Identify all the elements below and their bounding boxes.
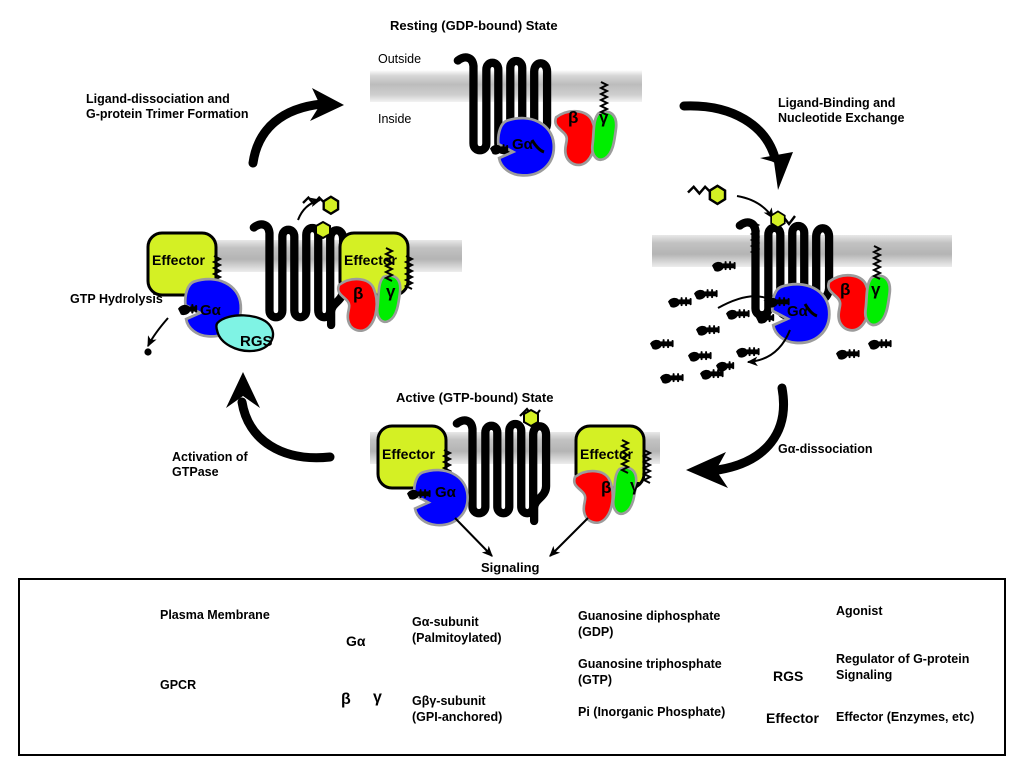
arrowhead-ga-dissociation	[686, 452, 728, 488]
gtp-hydrolysis-complex	[144, 195, 462, 356]
legend-label-rgs: Regulator of G-protein Signaling	[836, 652, 970, 682]
beta-label-active: β	[601, 478, 612, 497]
membrane-band-resting	[370, 70, 642, 102]
arrow-ligand-dissociation	[248, 99, 327, 168]
label-signaling: Signaling	[481, 560, 540, 575]
legend-label-gpcr: GPCR	[160, 678, 197, 692]
resting-state-complex	[370, 57, 642, 177]
legend-beta-glyph-label: β	[341, 691, 351, 708]
agonist-free	[686, 184, 727, 206]
arrow-ga-dissociation	[713, 383, 788, 475]
agonist-bound-active	[523, 408, 539, 428]
active-state-complex	[370, 407, 660, 557]
arrow-signaling-right	[549, 517, 589, 557]
label-outside: Outside	[378, 52, 422, 66]
step-activation-gtpase: Activation of GTPase	[172, 450, 248, 480]
legend-label-plasma-membrane: Plasma Membrane	[160, 608, 270, 622]
legend-galpha-glyph-label: Gα	[346, 633, 366, 649]
gamma-label-hydrolysis: γ	[386, 282, 396, 301]
arrowhead-ligand-binding	[760, 152, 793, 190]
arrow-ligand-binding	[679, 101, 780, 163]
galpha-label-right: Gα	[787, 303, 808, 320]
arrow-pi-release	[147, 317, 169, 348]
beta-label-hydrolysis: β	[353, 284, 364, 303]
linker-resting	[530, 139, 545, 154]
arrow-gtp-in	[717, 292, 775, 309]
legend-label-galpha-subunit: Gα-subunit (Palmitoylated)	[412, 615, 502, 645]
arrow-agonist-to-receptor	[736, 195, 774, 219]
effector-label-left-hydrolysis: Effector	[152, 252, 205, 268]
legend-gamma-glyph-label: γ	[373, 689, 382, 706]
nucleotide-exchange-complex	[650, 210, 952, 384]
effector-label-left-active: Effector	[382, 446, 435, 462]
galpha-label-resting: Gα	[512, 136, 533, 153]
rgs-label: RGS	[240, 333, 273, 350]
galpha-label-active: Gα	[435, 484, 456, 501]
step-gtp-hydrolysis: GTP Hydrolysis	[70, 292, 163, 306]
legend-effector-glyph-label: Effector	[766, 710, 819, 726]
effector-label-right-hydrolysis: Effector	[344, 252, 397, 268]
agonist-leaving-left	[315, 220, 331, 240]
linker-right	[803, 303, 818, 318]
gpcr-receptor-left	[254, 224, 343, 325]
legend-label-agonist: Agonist	[836, 604, 883, 618]
step-ligand-binding: Ligand-Binding and Nucleotide Exchange	[778, 96, 905, 126]
arrow-gdp-out	[746, 329, 791, 367]
galpha-label-hydrolysis: Gα	[200, 302, 221, 319]
effector-label-right-active: Effector	[580, 446, 633, 462]
legend-label-pi: Pi (Inorganic Phosphate)	[578, 705, 726, 719]
beta-label-right: β	[840, 280, 851, 299]
legend-rgs-glyph-label: RGS	[773, 668, 804, 684]
title-active-state: Active (GTP-bound) State	[396, 390, 554, 405]
legend-panel	[18, 578, 1006, 756]
beta-label-resting: β	[568, 108, 579, 127]
gamma-label-resting: γ	[599, 108, 609, 127]
legend-label-effector: Effector (Enzymes, etc)	[836, 710, 975, 724]
arrowhead-ligand-dissociation	[310, 88, 344, 121]
arrow-activation-gtpase	[237, 397, 335, 463]
label-inside: Inside	[378, 112, 412, 126]
gamma-label-active: γ	[630, 476, 640, 495]
agonist-bound-right	[770, 210, 786, 229]
legend-label-gbetagamma-subunit: Gβγ-subunit (GPI-anchored)	[412, 694, 503, 724]
gamma-label-right: γ	[871, 280, 881, 299]
arrow-agonist-release	[297, 197, 322, 221]
title-resting-state: Resting (GDP-bound) State	[390, 18, 558, 33]
step-ligand-dissociation: Ligand-dissociation and G-protein Trimer…	[86, 92, 249, 122]
arrow-signaling-left	[454, 517, 493, 557]
arrowhead-activation-gtpase	[226, 372, 260, 408]
legend-label-gdp: Guanosine diphosphate (GDP)	[578, 609, 721, 639]
pi-phosphate	[144, 348, 152, 356]
legend-label-gtp: Guanosine triphosphate (GTP)	[578, 657, 722, 687]
step-ga-dissociation: Gα-dissociation	[778, 442, 873, 456]
